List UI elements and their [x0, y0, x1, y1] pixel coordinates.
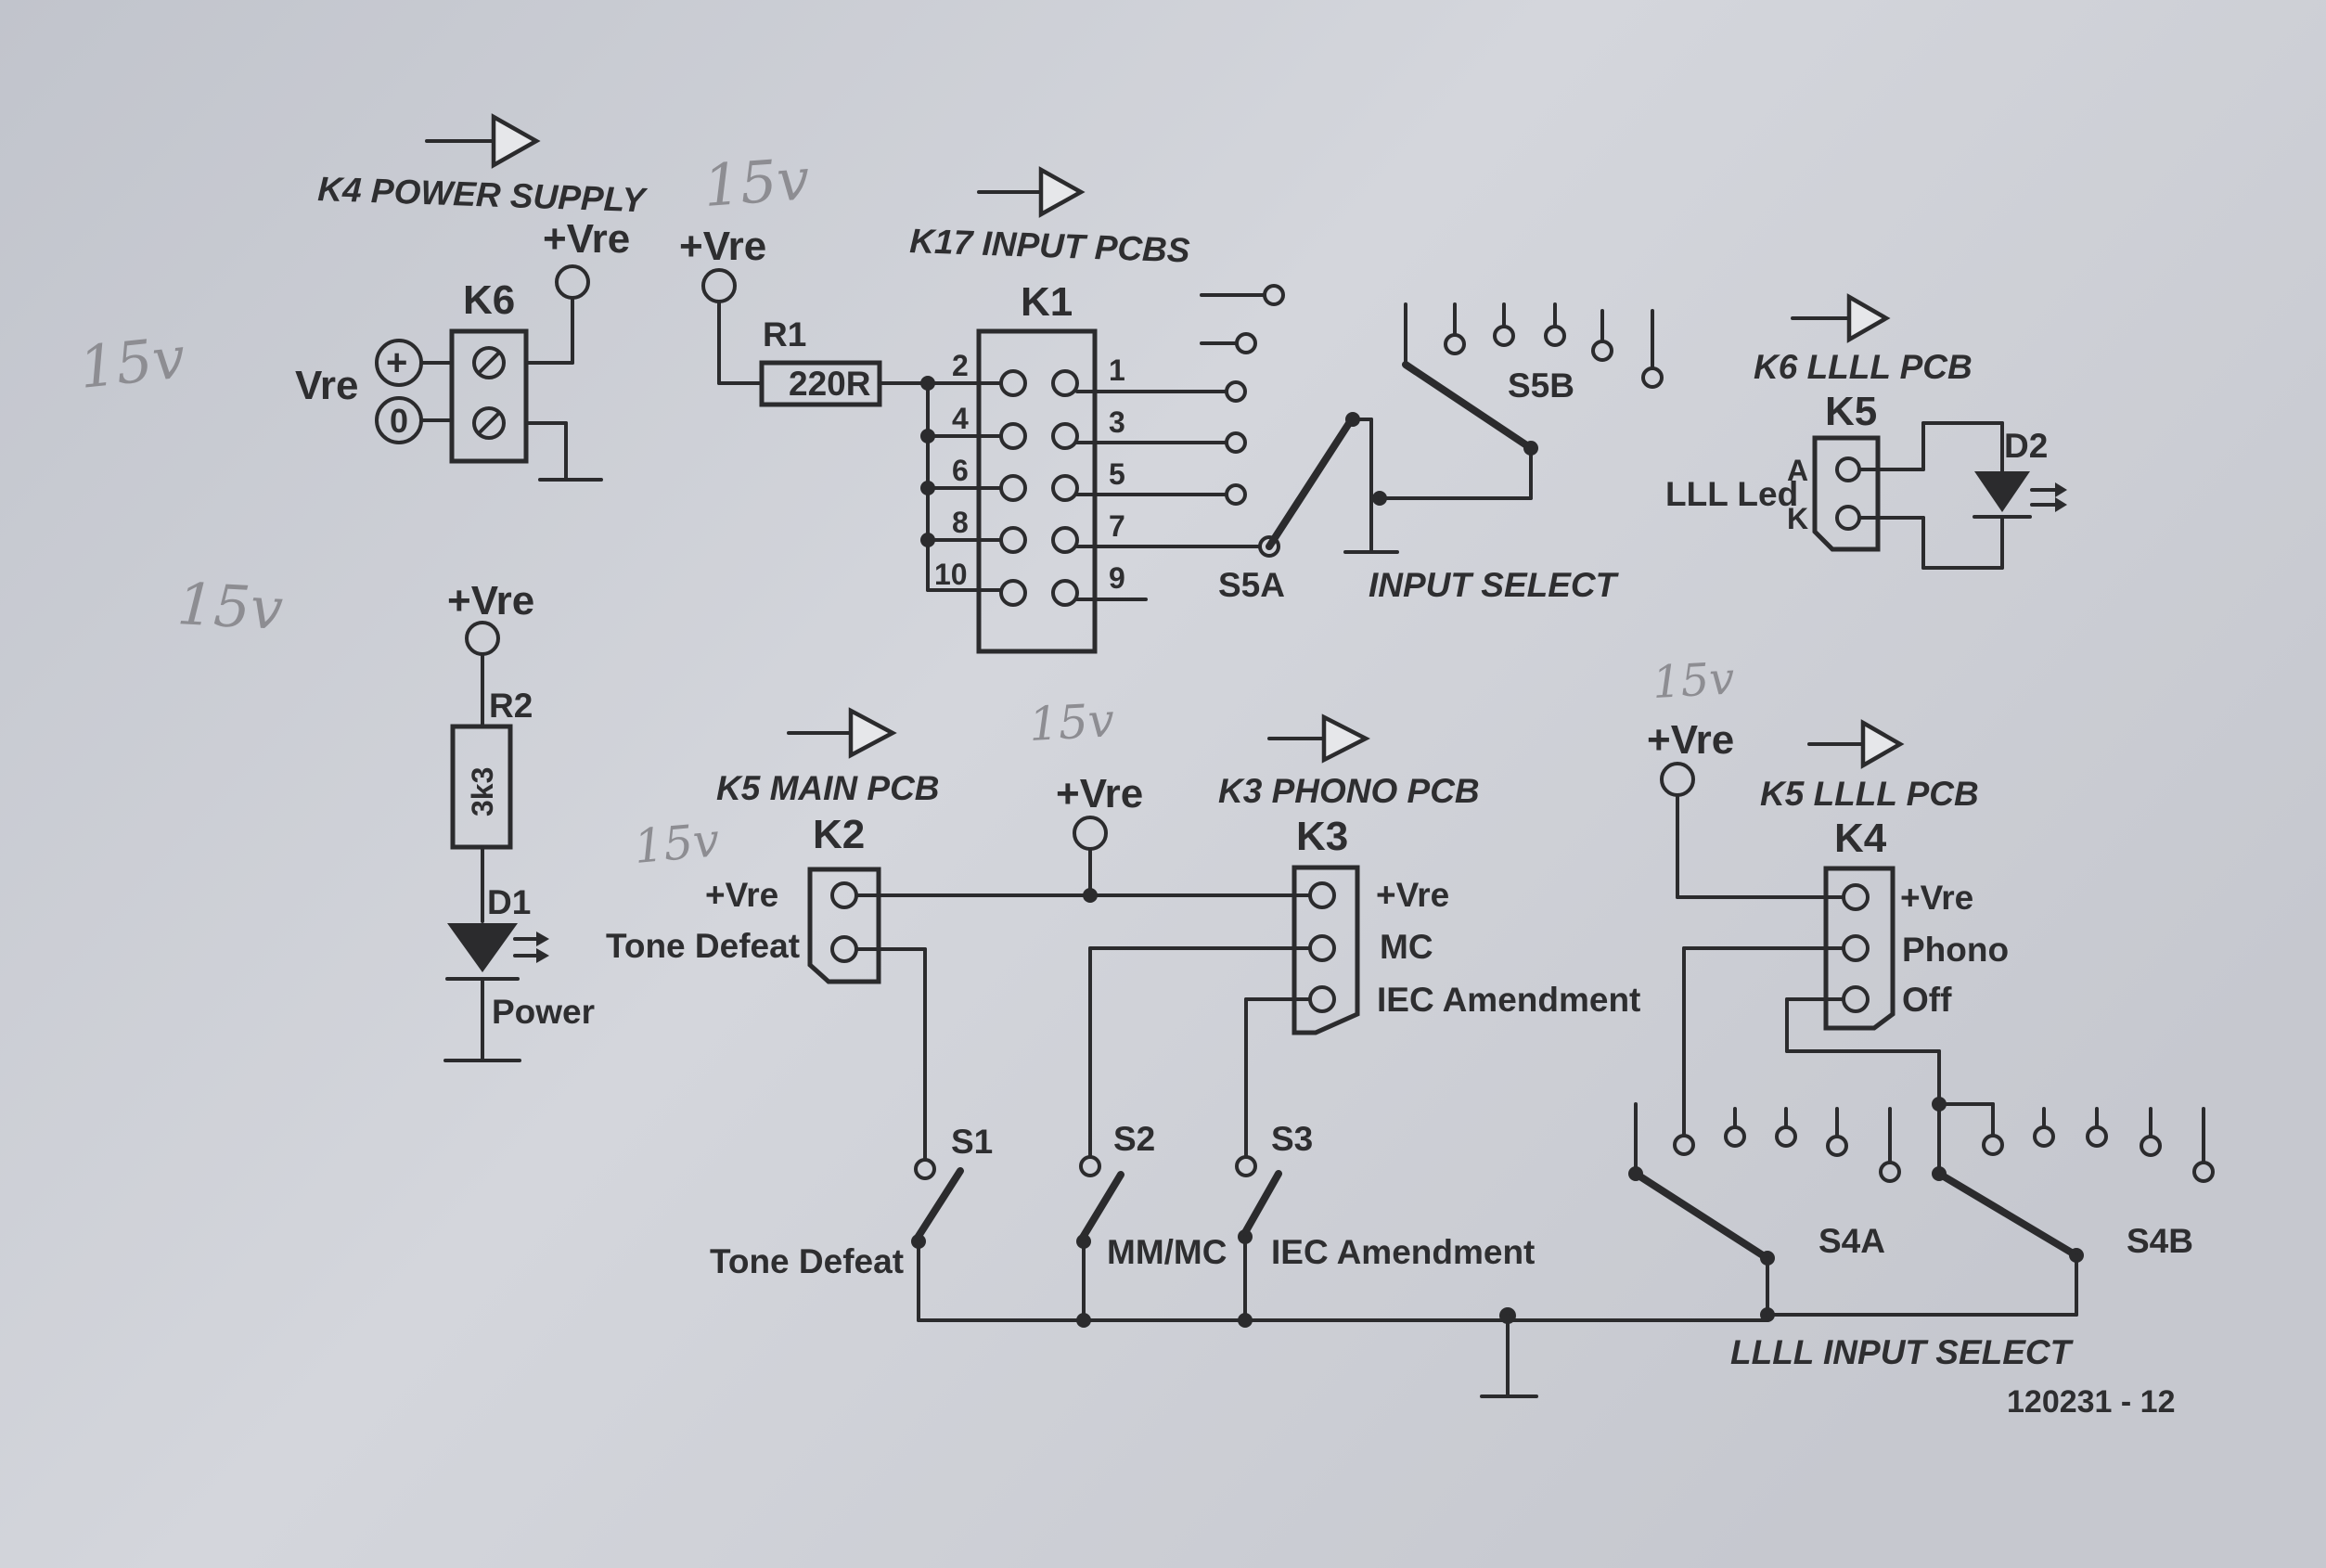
- r1-resistor: +Vre R1 220R: [679, 224, 930, 407]
- d2-label: D2: [2004, 427, 2048, 465]
- arrow-k17-input-pcbs: [977, 166, 1086, 218]
- k6-plus-sign: +: [386, 342, 407, 383]
- k3-mc-label: MC: [1380, 928, 1433, 966]
- handwritten-15v-3: 15v: [175, 570, 285, 643]
- k5-pin-a: A: [1787, 454, 1808, 487]
- k2-tone-defeat-label: Tone Defeat: [606, 927, 800, 965]
- k4-off-label: Off: [1902, 981, 1952, 1019]
- s2-label: S2: [1113, 1120, 1155, 1158]
- arrow-k6-llll-pcb: [1791, 293, 1891, 343]
- k3-vre-label: +Vre: [1376, 876, 1449, 914]
- k5-label: K5: [1825, 389, 1877, 434]
- s3-iec-label: IEC Amendment: [1271, 1233, 1535, 1271]
- figure-number: 120231 - 12: [2007, 1384, 2176, 1420]
- k3-iec-label: IEC Amendment: [1377, 981, 1640, 1019]
- d1-label: D1: [487, 883, 531, 921]
- vre-k4-net-label: +Vre: [1647, 717, 1734, 763]
- k3-connector: K3 +Vre MC IEC Amendment: [1079, 814, 1640, 1177]
- arrow-k5-llll-pcb: [1807, 719, 1905, 769]
- k2-label: K2: [813, 812, 865, 857]
- k4-vre-label: +Vre: [1900, 879, 1973, 917]
- k1-pin-8: 8: [952, 506, 969, 539]
- power-led-circuit: +Vre R2 3k3 D1 Power: [443, 578, 595, 1062]
- k1-pin-6: 6: [952, 454, 969, 487]
- k6-vre-label: Vre: [295, 363, 359, 408]
- s4-llll-input-select: S4A S4B: [1628, 1097, 2215, 1322]
- handwritten-15v-1: 15v: [76, 323, 188, 402]
- k1-pin-9: 9: [1109, 561, 1125, 595]
- k1-connector: K1 2 4 6 8 10 1 3 5 7 9: [920, 279, 1285, 654]
- arrow-k4-power-supply: [425, 113, 541, 169]
- vre-middle-label: +Vre: [1056, 771, 1143, 816]
- s4a-label: S4A: [1818, 1222, 1885, 1260]
- k6-vre-net-label: +Vre: [543, 216, 630, 262]
- r2-label: R2: [489, 687, 533, 725]
- r2-value: 3k3: [466, 767, 499, 816]
- vre-middle-node: +Vre: [1056, 771, 1143, 903]
- lll-led-label: LLL Led: [1665, 475, 1798, 513]
- s5-input-select: S5A S5B INPUT SELECT: [1218, 302, 1664, 604]
- s5a-label: S5A: [1218, 566, 1285, 604]
- k1-pin-7: 7: [1109, 509, 1125, 543]
- k5-pin-k: K: [1787, 502, 1808, 535]
- handwritten-15v-2: 15v: [701, 145, 812, 220]
- handwritten-15v-5: 15v: [632, 813, 722, 874]
- s2-mm-mc-label: MM/MC: [1107, 1233, 1227, 1271]
- k4-phono-label: Phono: [1902, 931, 2009, 969]
- k6-zero-sign: 0: [390, 402, 408, 440]
- arrow-k5-main-pcb: [787, 707, 897, 759]
- label-input-select: INPUT SELECT: [1369, 566, 1620, 604]
- vre-r2-label: +Vre: [447, 578, 534, 623]
- k1-label: K1: [1021, 279, 1073, 325]
- label-k3-phono-pcb: K3 PHONO PCB: [1218, 772, 1480, 810]
- s1-tone-defeat-label: Tone Defeat: [710, 1242, 904, 1280]
- k5-led-connector: K5 A K LLL Led D2: [1665, 389, 2067, 570]
- handwritten-15v-4: 15v: [1028, 693, 1116, 752]
- label-k6-llll-pcb: K6 LLLL PCB: [1754, 348, 1973, 386]
- ground-bus: [917, 1307, 2078, 1398]
- vre-r1-label: +Vre: [679, 224, 766, 269]
- label-k5-llll-pcb: K5 LLLL PCB: [1760, 775, 1979, 813]
- k2-vre-label: +Vre: [705, 876, 778, 914]
- k6-label: K6: [463, 277, 515, 323]
- s4b-label: S4B: [2127, 1222, 2193, 1260]
- k3-label: K3: [1296, 814, 1348, 859]
- label-llll-input-select: LLLL INPUT SELECT: [1730, 1333, 2075, 1371]
- arrow-k3-phono-pcb: [1267, 713, 1370, 764]
- power-label: Power: [492, 993, 595, 1031]
- k4-connector: +Vre K4 +Vre Phono Off: [1647, 717, 2009, 1156]
- k2-connector: K2 +Vre Tone Defeat: [606, 812, 1310, 1180]
- label-k5-main-pcb: K5 MAIN PCB: [716, 769, 940, 807]
- k1-pin-3: 3: [1109, 405, 1125, 439]
- k4-label: K4: [1834, 816, 1887, 861]
- s1-s2-s3-switches: S1 S2 S3 Tone Defeat MM/MC IEC Amendment: [710, 1120, 1535, 1322]
- k1-pin-1: 1: [1109, 353, 1125, 387]
- s3-label: S3: [1271, 1120, 1313, 1158]
- r1-value: 220R: [789, 365, 870, 403]
- k6-connector: K6 + 0 Vre +Vre: [295, 216, 630, 482]
- k1-pin-2: 2: [952, 349, 969, 382]
- r1-label: R1: [763, 315, 806, 353]
- handwritten-15v-6: 15v: [1651, 652, 1736, 709]
- k1-pin-10: 10: [934, 558, 968, 591]
- s1-label: S1: [951, 1123, 993, 1161]
- k1-pin-5: 5: [1109, 457, 1125, 491]
- s5b-label: S5B: [1508, 366, 1574, 405]
- k1-pin-4: 4: [952, 402, 969, 435]
